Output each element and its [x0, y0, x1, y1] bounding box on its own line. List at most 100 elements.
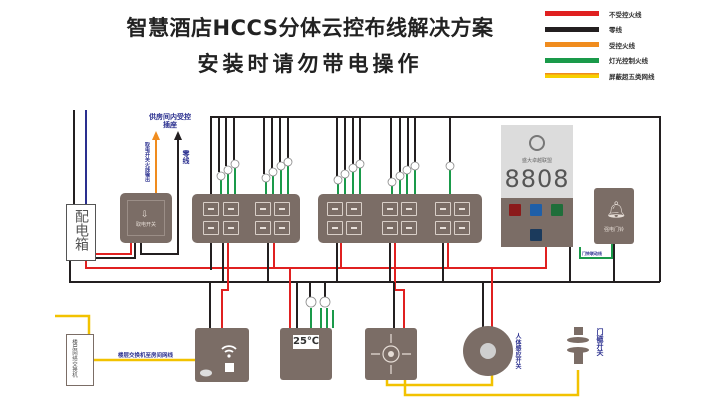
bell-button[interactable]: [530, 229, 542, 241]
lamp-icon: [402, 165, 412, 175]
doorplate-display: 盛大卓越联盟 8808: [501, 125, 573, 198]
cloud-icon: [200, 369, 212, 377]
lamp-icon: [276, 161, 286, 171]
switch-key[interactable]: [327, 202, 343, 216]
switch-key[interactable]: [203, 221, 219, 235]
legend-swatch: [545, 57, 599, 63]
legend-label: 不受控火线: [609, 10, 642, 19]
switch-key[interactable]: [454, 221, 470, 235]
fan-motor-icon: [319, 296, 331, 308]
card-slot: [127, 200, 165, 236]
switch-key[interactable]: [274, 221, 290, 235]
card-switch-label: 取电开关: [135, 222, 156, 228]
switch-key[interactable]: [435, 221, 451, 235]
legend-item-lighting: 灯光控制火线: [545, 53, 655, 69]
doorbell-link-wire: [579, 244, 613, 259]
page-subtitle: 安装时请勿带电操作: [197, 52, 423, 76]
service-button[interactable]: [551, 204, 563, 216]
wire-segment: [403, 370, 580, 397]
wire-legend: 不受控火线 零线 受控火线 灯光控制火线 屏蔽超五类网线: [545, 6, 655, 84]
wire-segment: [388, 351, 394, 357]
switch-key[interactable]: [223, 202, 239, 216]
switch-key[interactable]: [255, 202, 271, 216]
switch-key[interactable]: [346, 221, 362, 235]
switch-key[interactable]: [346, 202, 362, 216]
bell-icon: 🔔︎: [606, 200, 627, 219]
arrow-down-icon: ⇩: [141, 210, 149, 220]
room-network-label: 楼层交换机至房间网线: [118, 353, 174, 359]
router-port-icon: [225, 363, 234, 372]
top-neutral-bus: [210, 116, 661, 282]
neutral-to-outlets: [140, 137, 179, 255]
direction-icon: [371, 334, 411, 374]
switch-key[interactable]: [203, 202, 219, 216]
distribution-box: 配电箱: [66, 204, 96, 261]
lamp-icon: [395, 171, 405, 181]
switch-key[interactable]: [401, 202, 417, 216]
doorplate-buttons: [501, 198, 573, 247]
legend-item-live-uncontrolled: 不受控火线: [545, 6, 655, 22]
lamp-icon: [230, 159, 240, 169]
wire-segment: [221, 243, 229, 328]
neutral-label: 零线: [182, 150, 190, 164]
doorbell-label: 强电门铃: [603, 227, 624, 233]
distribution-box-label: 配电箱: [73, 209, 89, 251]
motion-sensor-label: 人体感应开关: [514, 333, 521, 369]
switch-key[interactable]: [223, 221, 239, 235]
legend-label: 零线: [609, 26, 622, 35]
switch-key[interactable]: [401, 221, 417, 235]
switch-panel-left: [192, 194, 300, 243]
room-number: 8808: [504, 165, 570, 193]
legend-swatch: [545, 11, 599, 17]
legend-item-network: 屏蔽超五类网线: [545, 68, 655, 84]
switch-key[interactable]: [274, 202, 290, 216]
legend-item-neutral: 零线: [545, 22, 655, 38]
live-bus: [85, 243, 547, 269]
legend-swatch: [545, 26, 599, 32]
lamp-icon: [216, 171, 226, 181]
legend-label: 屏蔽超五类网线: [609, 72, 655, 81]
doorbell[interactable]: 🔔︎ 强电门铃: [594, 188, 634, 244]
doorplate-brand: 盛大卓越联盟: [521, 158, 552, 164]
lamp-icon: [261, 173, 271, 183]
legend-swatch: [545, 42, 599, 48]
switch-key[interactable]: [255, 221, 271, 235]
switch-key[interactable]: [327, 221, 343, 235]
lamp-icon: [355, 159, 365, 169]
do-not-disturb-button[interactable]: [509, 204, 521, 216]
lamp-icon: [410, 161, 420, 171]
doorbell-link-label: 门铃联动线: [582, 251, 602, 256]
bottom-neutral-bus: [69, 261, 660, 283]
wire-segment: [574, 352, 583, 364]
switch-key[interactable]: [382, 221, 398, 235]
lamp-icon: [387, 177, 397, 187]
uplink-network-cable: [55, 314, 91, 334]
wifi-icon: [221, 345, 237, 353]
door-sensor-label: 门磁开关: [596, 328, 604, 356]
live-to-card-switch: [96, 243, 132, 255]
switch-panel-middle: [318, 194, 482, 243]
arrow-up-icon: [174, 131, 182, 140]
thermostat-display: 25℃: [293, 335, 320, 349]
legend-label: 受控火线: [609, 41, 635, 50]
clean-room-button[interactable]: [530, 204, 542, 216]
switch-key[interactable]: [454, 202, 470, 216]
wire-segment: [567, 347, 589, 353]
page-title: 智慧酒店HCCS分体云控布线解决方案: [126, 16, 494, 40]
switch-key[interactable]: [435, 202, 451, 216]
legend-item-live-controlled: 受控火线: [545, 37, 655, 53]
room-network-router: [195, 328, 249, 382]
switch-key[interactable]: [382, 202, 398, 216]
lamp-icon: [223, 165, 233, 175]
door-sensor: [574, 327, 583, 335]
card-power-switch[interactable]: ⇩ 取电开关: [120, 193, 172, 243]
motion-lens-icon: [480, 343, 496, 359]
legend-swatch: [545, 73, 599, 79]
wire-segment: [567, 337, 589, 343]
floor-network-switch: 楼层网络交换机: [66, 334, 94, 386]
controlled-live-label: 取电开关火线输出: [144, 142, 150, 182]
lamp-icon: [268, 167, 278, 177]
wire-segment: [227, 354, 231, 358]
lamp-icon: [348, 163, 358, 173]
